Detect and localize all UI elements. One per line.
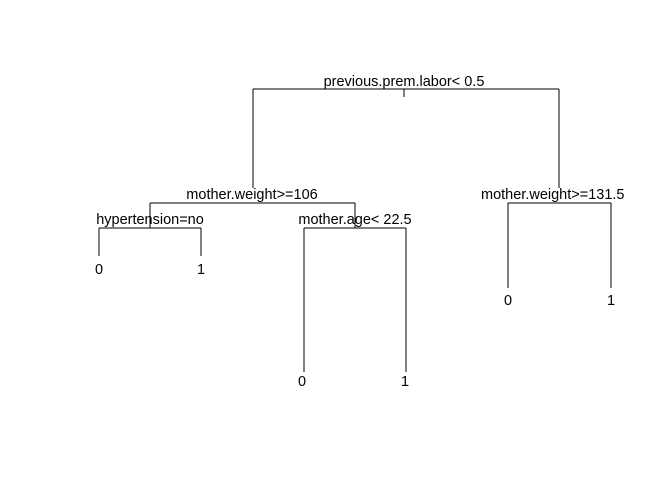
node-mother-weight-131: mother.weight>=131.5 0 1 xyxy=(481,187,625,309)
mw131-split-label: mother.weight>=131.5 xyxy=(481,187,625,203)
age-split-label: mother.age< 22.5 xyxy=(298,212,411,228)
hyp-leaf-left: 0 xyxy=(95,262,103,278)
hyp-split-label: hypertension=no xyxy=(96,212,204,228)
age-leaf-left: 0 xyxy=(298,374,306,390)
mw131-leaf-right: 1 xyxy=(607,293,615,309)
node-hypertension: hypertension=no 0 1 xyxy=(95,212,205,278)
mw106-split-label: mother.weight>=106 xyxy=(186,187,317,203)
node-mother-age: mother.age< 22.5 0 1 xyxy=(298,212,412,390)
root-split-label: previous.prem.labor< 0.5 xyxy=(324,74,485,90)
root-split: previous.prem.labor< 0.5 xyxy=(252,74,560,188)
hyp-leaf-right: 1 xyxy=(197,262,205,278)
mw131-leaf-left: 0 xyxy=(504,293,512,309)
age-leaf-right: 1 xyxy=(401,374,409,390)
node-mother-weight-106: mother.weight>=106 xyxy=(149,187,356,228)
